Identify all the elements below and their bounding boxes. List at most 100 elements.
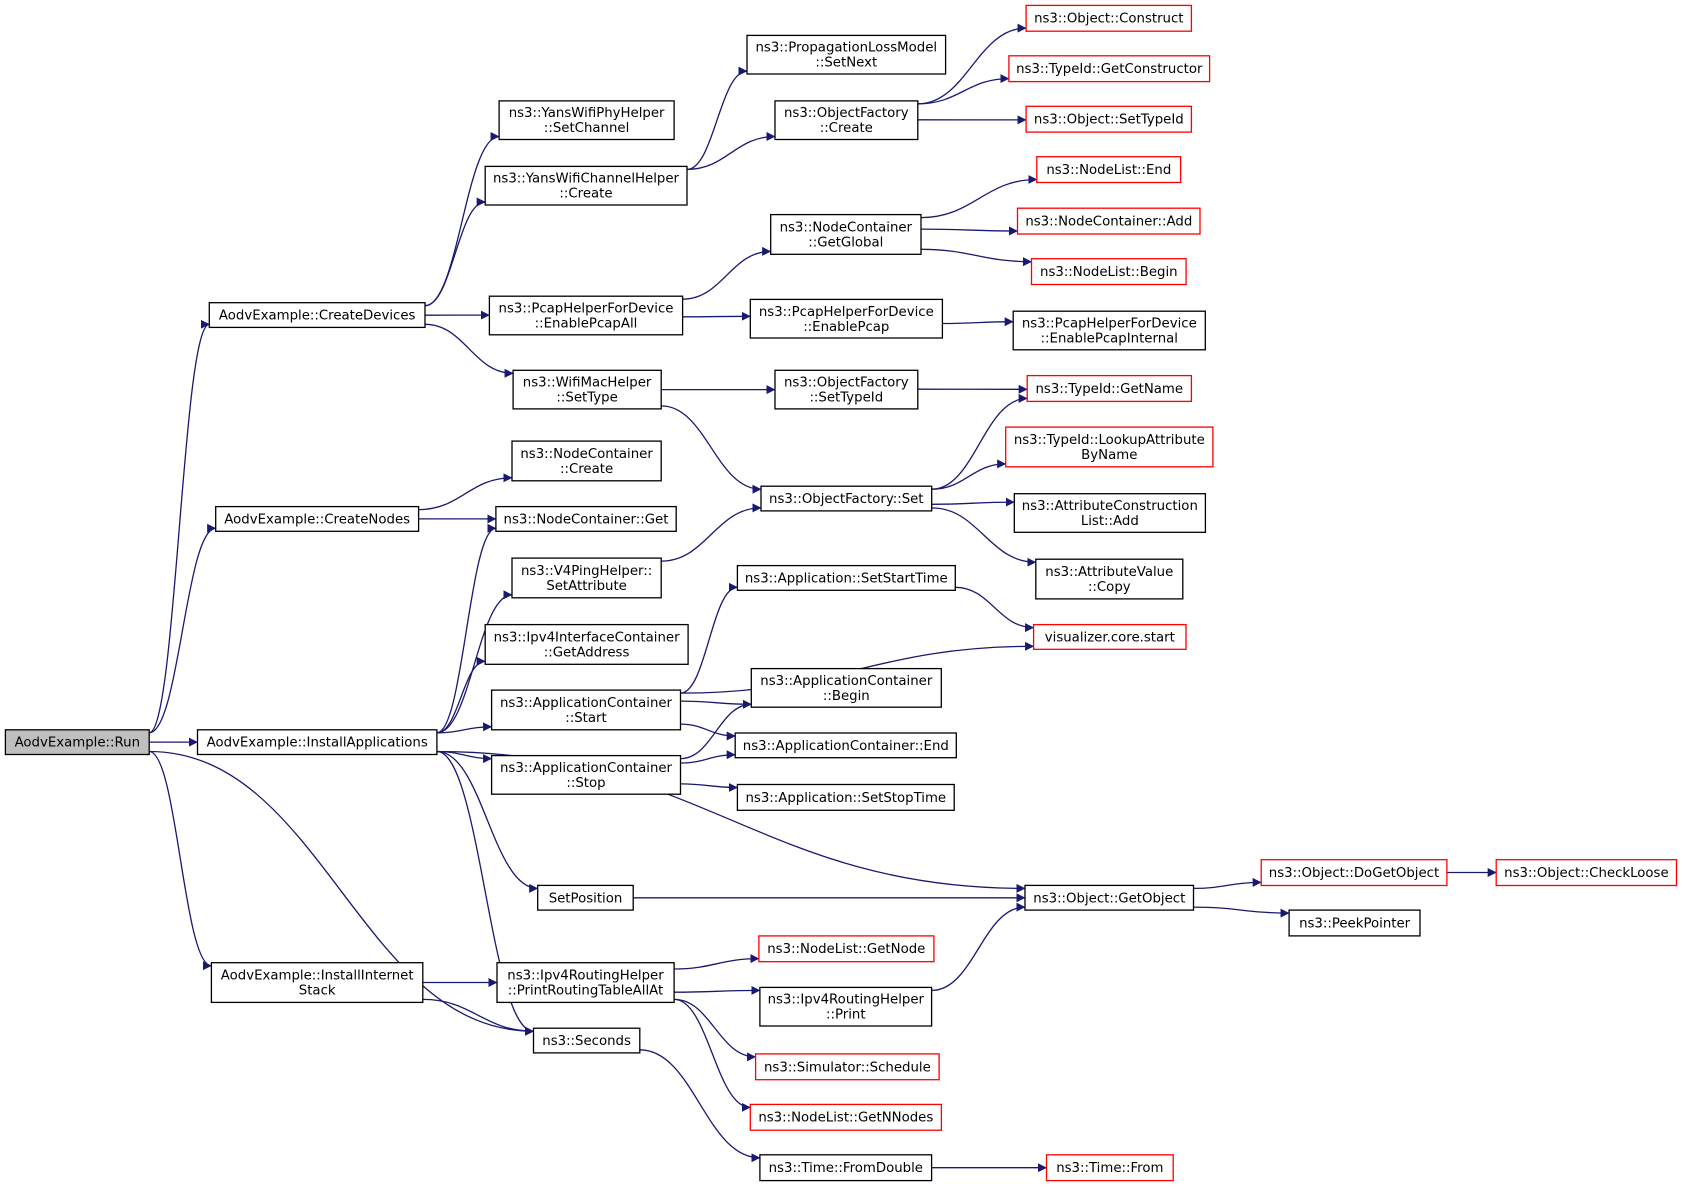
node-label: ns3::PropagationLossModel — [755, 41, 937, 56]
node-box — [760, 485, 933, 512]
node-box — [490, 754, 682, 795]
edge-install-internet-stack-to-seconds — [422, 998, 534, 1036]
node-node-list-end[interactable]: ns3::NodeList::End — [1036, 156, 1182, 184]
node-yans-wifi-channel-create[interactable]: ns3::YansWifiChannelHelper::Create — [484, 165, 688, 206]
node-box — [1025, 4, 1193, 32]
node-peek-pointer[interactable]: ns3::PeekPointer — [1288, 909, 1421, 937]
node-run[interactable]: AodvExample::Run — [4, 729, 150, 756]
node-yans-wifi-phy-set-channel[interactable]: ns3::YansWifiPhyHelper::SetChannel — [498, 100, 675, 141]
edge-install-applications-to-v4-ping-set-attribute — [436, 590, 513, 734]
node-object-set-type-id[interactable]: ns3::Object::SetTypeId — [1025, 105, 1193, 133]
edge-run-to-seconds — [149, 750, 534, 1036]
node-app-set-start-time[interactable]: ns3::Application::SetStartTime — [736, 564, 956, 591]
node-node-container-get[interactable]: ns3::NodeContainer::Get — [495, 505, 677, 532]
node-app-container-begin[interactable]: ns3::ApplicationContainer::Begin — [750, 667, 942, 708]
node-app-container-end[interactable]: ns3::ApplicationContainer::End — [734, 732, 957, 759]
node-app-container-stop[interactable]: ns3::ApplicationContainer::Stop — [490, 754, 682, 795]
node-attr-value-copy[interactable]: ns3::AttributeValue::Copy — [1035, 558, 1184, 600]
node-label: ::Copy — [1088, 580, 1131, 595]
node-visualizer-start[interactable]: visualizer.core.start — [1032, 623, 1187, 650]
edge-create-devices-to-yans-wifi-phy-set-channel — [424, 132, 500, 307]
edge-yans-wifi-channel-create-to-prop-loss-set-next — [686, 66, 748, 171]
node-label: ns3::Seconds — [542, 1034, 631, 1049]
node-label: List::Add — [1081, 514, 1139, 529]
node-node-list-get-nnodes[interactable]: ns3::NodeList::GetNNodes — [749, 1103, 943, 1131]
node-label: ns3::AttributeValue — [1045, 565, 1173, 580]
node-prop-loss-set-next[interactable]: ns3::PropagationLossModel::SetNext — [746, 34, 947, 75]
node-node-container-create[interactable]: ns3::NodeContainer::Create — [511, 440, 662, 482]
node-object-construct[interactable]: ns3::Object::Construct — [1025, 4, 1193, 32]
node-box — [4, 729, 150, 756]
node-type-id-get-name[interactable]: ns3::TypeId::GetName — [1026, 374, 1193, 403]
node-label: ns3::NodeContainer — [780, 221, 913, 236]
node-wifi-mac-set-type[interactable]: ns3::WifiMacHelper::SetType — [512, 369, 662, 410]
node-box — [1288, 909, 1421, 937]
node-app-container-start[interactable]: ns3::ApplicationContainer::Start — [490, 689, 682, 731]
node-type-id-get-constructor[interactable]: ns3::TypeId::GetConstructor — [1008, 55, 1211, 83]
node-ipv4-routing-print-all-at[interactable]: ns3::Ipv4RoutingHelper::PrintRoutingTabl… — [496, 962, 675, 1004]
node-box — [196, 729, 438, 756]
node-create-devices[interactable]: AodvExample::CreateDevices — [208, 302, 426, 329]
edge-app-container-stop-to-app-set-stop-time — [680, 782, 738, 792]
edge-app-container-stop-to-app-container-begin — [680, 699, 752, 760]
node-pcap-enable-all[interactable]: ns3::PcapHelperForDevice::EnablePcapAll — [488, 295, 684, 336]
node-node-list-get-node[interactable]: ns3::NodeList::GetNode — [758, 935, 935, 963]
node-label: ns3::V4PingHelper:: — [521, 564, 652, 579]
node-label: ns3::Ipv4RoutingHelper — [507, 969, 664, 984]
node-label: ns3::YansWifiChannelHelper — [493, 172, 680, 187]
node-box — [215, 505, 420, 532]
node-label: ::Print — [826, 1008, 866, 1023]
edge-pcap-enable-all-to-pcap-enable-pcap — [682, 311, 751, 321]
edge-install-applications-to-ipv4-iface-get-address — [436, 656, 486, 734]
node-pcap-enable-pcap[interactable]: ns3::PcapHelperForDevice::EnablePcap — [749, 298, 944, 339]
node-object-factory-set-type-id[interactable]: ns3::ObjectFactory::SetTypeId — [774, 369, 919, 410]
node-box — [746, 34, 947, 75]
edge-app-set-start-time-to-visualizer-start — [955, 586, 1035, 633]
node-box — [749, 298, 944, 339]
node-ipv4-routing-print[interactable]: ns3::Ipv4RoutingHelper::Print — [759, 986, 933, 1027]
node-time-from[interactable]: ns3::Time::From — [1045, 1154, 1174, 1182]
node-label: ::GetAddress — [544, 646, 630, 661]
node-app-set-stop-time[interactable]: ns3::Application::SetStopTime — [736, 783, 955, 811]
node-object-factory-create[interactable]: ns3::ObjectFactory::Create — [774, 100, 919, 141]
node-simulator-schedule[interactable]: ns3::Simulator::Schedule — [754, 1053, 940, 1081]
node-seconds[interactable]: ns3::Seconds — [532, 1027, 641, 1054]
edge-app-container-start-to-app-container-end — [680, 723, 736, 741]
node-box — [1036, 156, 1182, 184]
node-object-get-object[interactable]: ns3::Object::GetObject — [1024, 884, 1195, 911]
node-time-from-double[interactable]: ns3::Time::FromDouble — [759, 1154, 933, 1182]
node-label: ::EnablePcap — [803, 320, 889, 335]
node-node-list-begin[interactable]: ns3::NodeList::Begin — [1030, 258, 1187, 286]
node-box — [496, 962, 675, 1004]
node-ipv4-iface-get-address[interactable]: ns3::Ipv4InterfaceContainer::GetAddress — [484, 623, 689, 665]
node-label: ns3::Object::Construct — [1034, 12, 1183, 27]
node-install-applications[interactable]: AodvExample::InstallApplications — [196, 729, 438, 756]
node-pcap-enable-pcap-internal[interactable]: ns3::PcapHelperForDevice::EnablePcapInte… — [1012, 310, 1206, 351]
call-edges — [148, 23, 1497, 1173]
node-box — [759, 1154, 933, 1182]
edge-yans-wifi-channel-create-to-object-factory-create — [686, 132, 776, 171]
node-box — [754, 1053, 940, 1081]
node-object-check-loose[interactable]: ns3::Object::CheckLoose — [1495, 859, 1678, 887]
node-node-container-get-global[interactable]: ns3::NodeContainer::GetGlobal — [770, 213, 922, 255]
edge-create-devices-to-yans-wifi-channel-create — [424, 197, 486, 307]
node-v4-ping-set-attribute[interactable]: ns3::V4PingHelper::SetAttribute — [511, 557, 662, 599]
node-label: ns3::YansWifiPhyHelper — [509, 106, 665, 121]
node-box — [758, 935, 935, 963]
node-label: ns3::ApplicationContainer — [500, 696, 673, 711]
node-label: ::GetGlobal — [808, 236, 883, 251]
edge-object-factory-set-to-type-id-lookup-attr — [931, 459, 1007, 490]
node-label: ns3::Time::From — [1056, 1161, 1163, 1176]
node-set-position[interactable]: SetPosition — [537, 884, 634, 911]
node-box — [734, 732, 957, 759]
node-label: ns3::Ipv4RoutingHelper — [768, 993, 925, 1008]
node-node-container-add[interactable]: ns3::NodeContainer::Add — [1016, 207, 1201, 235]
node-create-nodes[interactable]: AodvExample::CreateNodes — [215, 505, 420, 532]
node-label: ns3::Ipv4InterfaceContainer — [494, 631, 681, 646]
node-object-do-get-object[interactable]: ns3::Object::DoGetObject — [1260, 859, 1448, 887]
node-object-factory-set[interactable]: ns3::ObjectFactory::Set — [760, 485, 933, 512]
node-label: ::Begin — [823, 689, 870, 704]
